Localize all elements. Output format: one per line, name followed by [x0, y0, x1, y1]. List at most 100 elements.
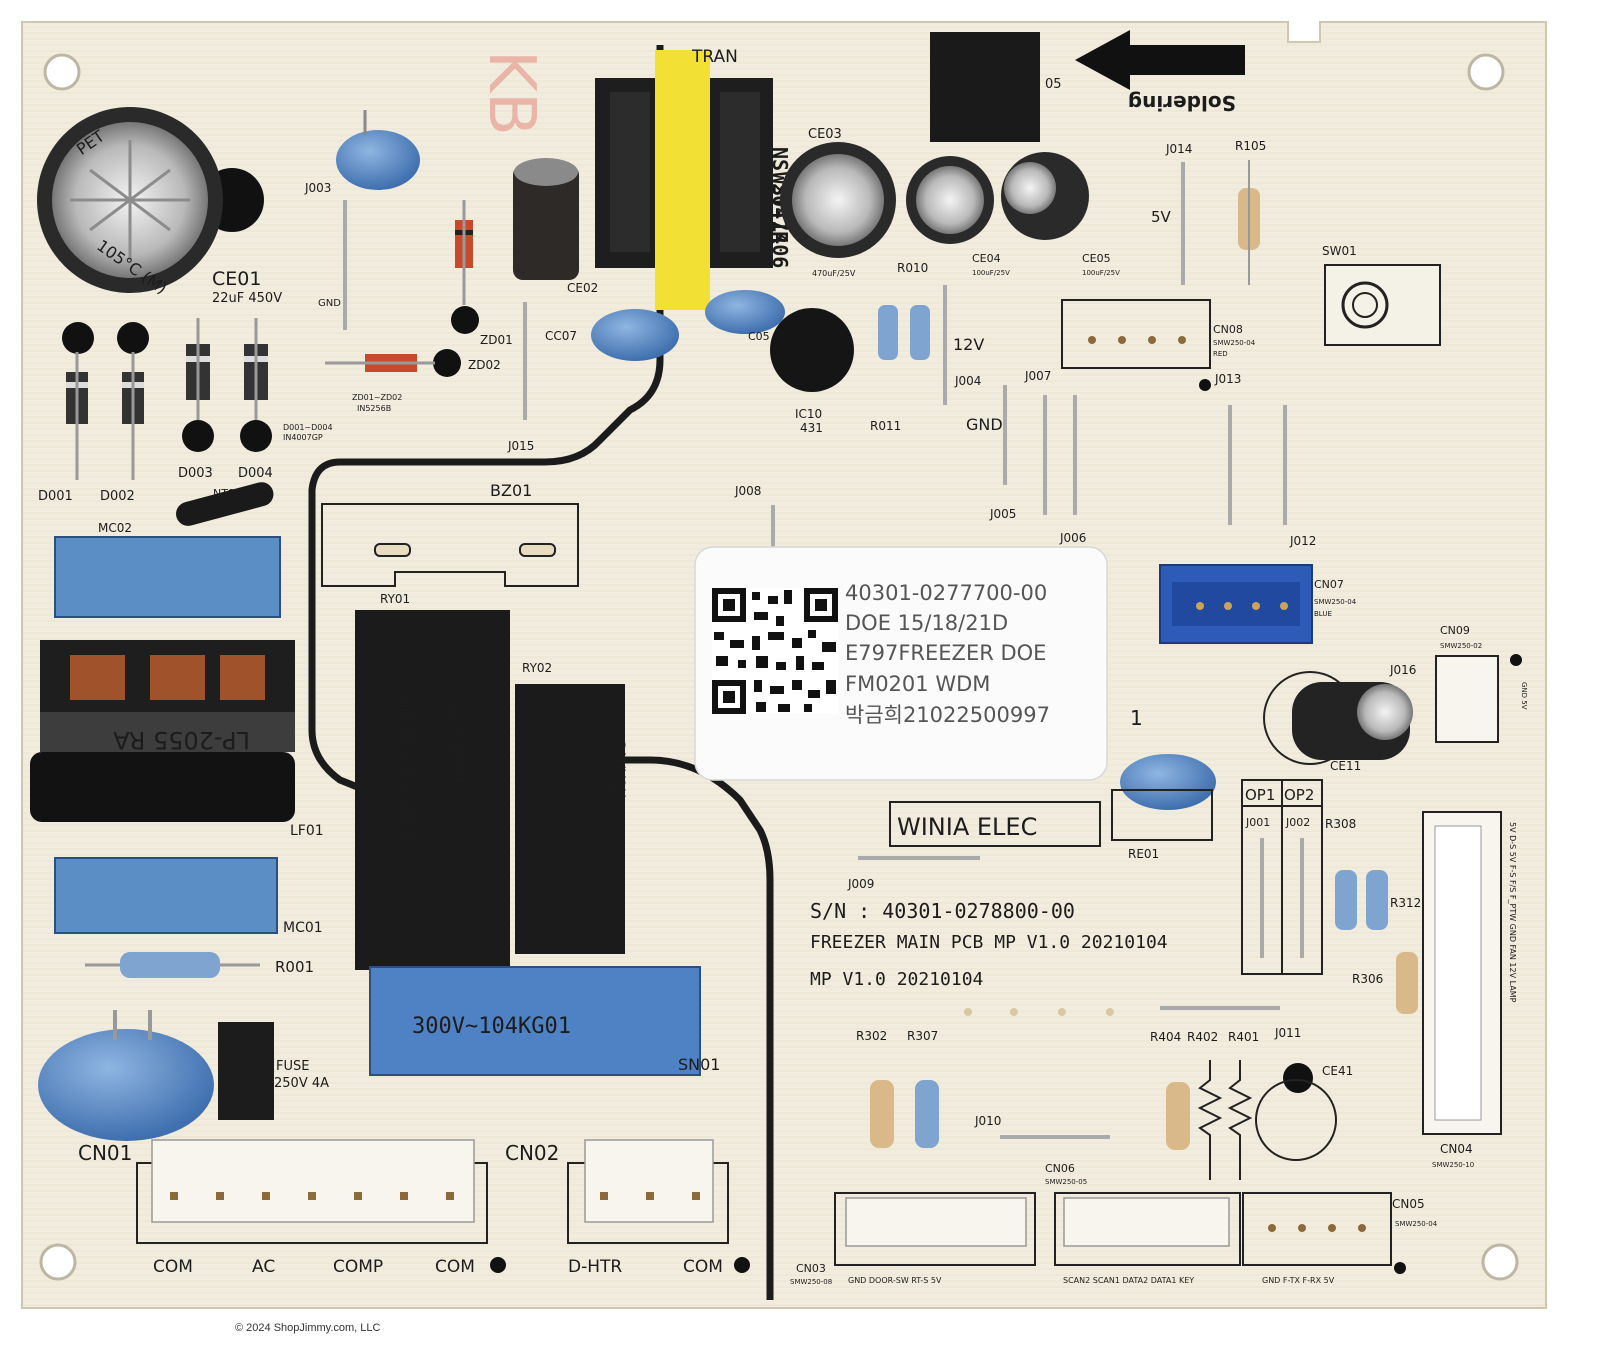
diode-bridge — [62, 318, 272, 480]
mount-hole — [39, 1243, 77, 1281]
winia-box — [889, 801, 1101, 847]
cn05-pin — [1298, 1224, 1306, 1232]
pin-label-com2: COM — [435, 1257, 475, 1277]
resistor-r302 — [870, 1080, 894, 1148]
cn07-type: SMW250-04 — [1314, 598, 1357, 606]
j005-label: J005 — [989, 507, 1016, 521]
cn07-pin — [1224, 602, 1232, 610]
relay2-model: SRB-SH-112DM2 — [607, 740, 618, 823]
r105-label: R105 — [1235, 139, 1266, 153]
cn03-type: SMW250-08 — [790, 1278, 832, 1286]
trace-isolation-line — [308, 45, 664, 804]
resonator-re01 — [1120, 754, 1216, 810]
label-05: 05 — [1045, 77, 1062, 92]
cn07-color: BLUE — [1314, 610, 1332, 618]
op1-label: OP1 — [1245, 786, 1275, 804]
d004-label: D004 — [238, 466, 273, 481]
zener-note: ZD01~ZD02 — [352, 393, 402, 402]
cn08-pin — [1178, 336, 1186, 344]
j008-label: J008 — [734, 484, 761, 498]
winia-label: WINIA ELEC — [897, 813, 1037, 841]
choke-label: LP-2055 RA — [113, 726, 250, 754]
cn08-pin — [1088, 336, 1096, 344]
sensor-block — [930, 32, 1040, 142]
tran-label: TRAN — [691, 47, 738, 67]
cn06-pins: SCAN2 SCAN1 DATA2 DATA1 KEY — [1063, 1276, 1194, 1285]
ry01-label: RY01 — [380, 592, 410, 606]
j012-label: J012 — [1289, 534, 1316, 548]
cc07-label: CC07 — [545, 329, 577, 343]
re01-label: RE01 — [1128, 847, 1159, 861]
j014-label: J014 — [1165, 142, 1192, 156]
cn02-pin — [692, 1192, 700, 1200]
ce05-label: CE05 — [1082, 252, 1111, 265]
resistor-r308b — [1366, 870, 1388, 930]
resistor-r404 — [1166, 1082, 1190, 1150]
cn09-label: CN09 — [1440, 624, 1470, 637]
connector-cn08 — [1061, 299, 1211, 369]
buzzer-pad — [374, 543, 411, 557]
sticker-line-4: FM0201 WDM — [845, 672, 990, 696]
cn02-pin — [600, 1192, 608, 1200]
lf01-label: LF01 — [290, 823, 324, 839]
buzzer-outline — [321, 503, 579, 587]
cn08-color: RED — [1213, 350, 1228, 358]
ce03-rating: 470uF/25V — [812, 269, 856, 278]
tact-switch-button — [1352, 292, 1378, 318]
capacitor-ce02 — [513, 158, 579, 280]
cn05-pins: GND F-TX F-RX 5V — [1262, 1276, 1335, 1285]
bz01-label: BZ01 — [490, 481, 532, 500]
red-stamp: KB — [474, 50, 548, 136]
gnd-mid-label: GND — [966, 415, 1003, 434]
soldering-label: Soldering — [1128, 91, 1236, 115]
cn04-label: CN04 — [1440, 1142, 1473, 1156]
connector-cn01 — [151, 1139, 475, 1223]
film-capacitor-mc02 — [54, 536, 281, 618]
cn05-pin — [1268, 1224, 1276, 1232]
sw01-label: SW01 — [1322, 244, 1357, 258]
gnd-left-label: GND — [318, 298, 341, 309]
connector-cn03-outline — [834, 1192, 1036, 1266]
cn09-pins: GND 5V — [1520, 682, 1528, 710]
ce02-label: CE02 — [567, 281, 598, 295]
cn08-pin — [1118, 336, 1126, 344]
c05-label: C05 — [748, 330, 770, 343]
cn02-pin — [646, 1192, 654, 1200]
board-name: FREEZER MAIN PCB MP V1.0 20210104 — [810, 932, 1168, 953]
cn01-pin — [216, 1192, 224, 1200]
ntc-thermistor — [176, 482, 274, 526]
buzzer-pad — [519, 543, 556, 557]
cn08-type: SMW250-04 — [1213, 339, 1256, 347]
relay2-brand: SANYOU — [611, 740, 627, 798]
cn09-type: SMW250-02 — [1440, 642, 1482, 650]
ce41-label: CE41 — [1322, 1064, 1353, 1078]
serial-number: S/N : 40301-0278800-00 — [810, 899, 1075, 923]
j007-label: J007 — [1024, 369, 1051, 383]
fuse-label: FUSE — [276, 1059, 309, 1074]
mount-hole — [1481, 1243, 1519, 1281]
capacitor-ce03 — [780, 142, 896, 258]
pin-label-dhtr: D-HTR — [568, 1257, 622, 1277]
mount-hole — [43, 53, 81, 91]
line-filter-choke — [30, 640, 295, 822]
connector-cn06 — [1063, 1197, 1230, 1247]
ce41-footprint — [1255, 1079, 1337, 1161]
cn04-housing — [1434, 825, 1482, 1121]
relay-ry01 — [355, 610, 510, 970]
pin1-marker — [1394, 1262, 1406, 1274]
cn01-pin — [446, 1192, 454, 1200]
sticker-line-5: 박금희21022500997 — [845, 703, 1050, 727]
pin1-marker — [1199, 379, 1211, 391]
op2-frame — [1281, 779, 1323, 975]
resistor-r001 — [120, 952, 220, 978]
r307-label: R307 — [907, 1029, 938, 1043]
j002-label: J002 — [1285, 816, 1310, 829]
capacitor-ce05 — [1001, 152, 1089, 240]
capacitor-ce11-top — [1357, 684, 1413, 740]
cn05-type: SMW250-04 — [1395, 1220, 1438, 1228]
pin1-marker — [734, 1257, 750, 1273]
ic10-part: 431 — [800, 421, 823, 435]
ceramic-capacitor-cc07 — [591, 309, 679, 361]
ce04-rating: 100uF/25V — [972, 269, 1010, 277]
